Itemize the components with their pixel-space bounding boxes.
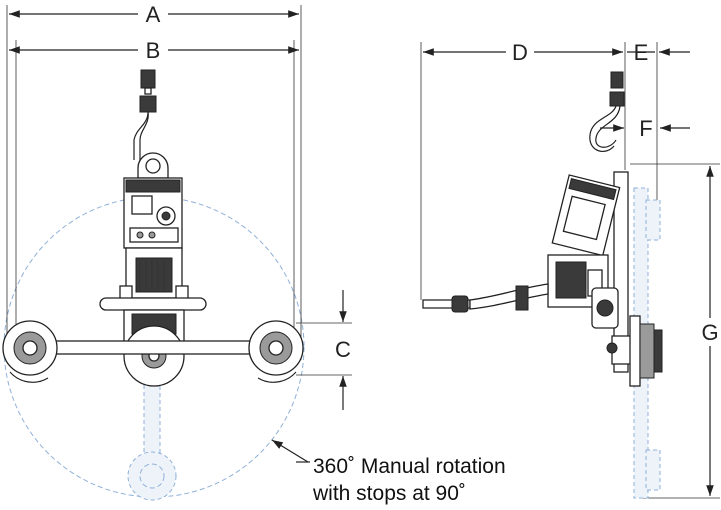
dimension-g-label: G [701,320,718,345]
vacuum-pump [119,247,189,305]
dimension-c-label: C [335,337,351,362]
control-housing [123,177,183,249]
air-connector [133,69,157,162]
dimension-b-label: B [146,38,161,63]
side-handle-arm [422,283,549,313]
front-view: A B [2,2,352,501]
right-pad [248,320,304,383]
dimension-f-label: F [639,116,652,141]
left-pad [2,320,58,383]
side-air-connector [589,71,625,152]
rotation-note-line2: with stops at 90˚ [312,482,466,505]
side-control-housing [551,174,621,257]
dimension-a-label: A [146,2,161,27]
lifting-eye [137,152,169,179]
dimension-d-label: D [512,40,528,65]
side-pad [606,315,663,387]
side-rotation-bearing [591,287,619,329]
rotation-note-line1: 360˚ Manual rotation [313,455,506,478]
handle-bar [99,297,207,311]
side-view: D E F G [420,40,721,499]
dimension-e-label: E [634,40,649,65]
